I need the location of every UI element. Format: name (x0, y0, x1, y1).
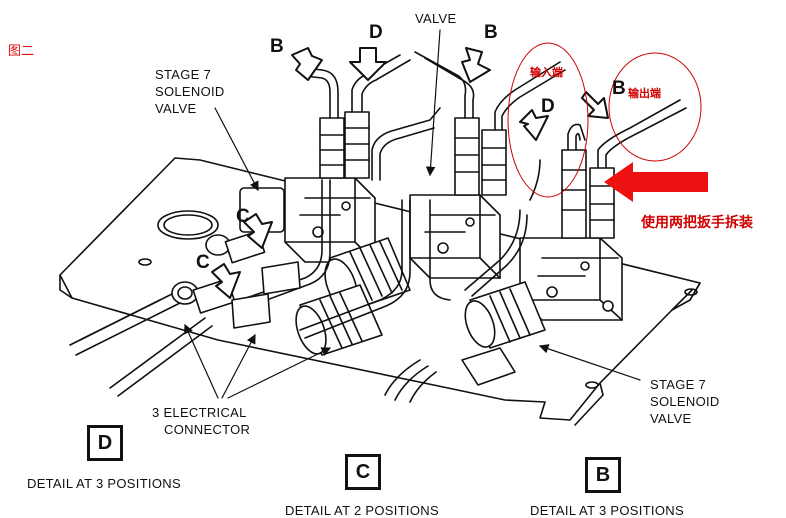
leader-lines (184, 29, 641, 399)
detail-b-caption: DETAIL AT 3 POSITIONS (530, 503, 684, 518)
valve-label: VALVE (415, 11, 457, 26)
stage7-label-bottom: STAGE 7 SOLENOID VALVE (650, 377, 720, 426)
fitting-left-top (319, 111, 370, 179)
electrical-connector-label: 3 ELECTRICAL CONNECTOR (152, 405, 251, 437)
red-pointer-arrow (604, 162, 708, 202)
solenoid-coil-3 (461, 281, 546, 386)
annotation-circle-output (608, 52, 702, 162)
detail-c-caption: DETAIL AT 2 POSITIONS (285, 503, 439, 518)
callout-d-mid: D (541, 96, 555, 117)
annotation-circle-input (507, 42, 589, 198)
output-end-note: 输出端 (628, 87, 661, 100)
input-end-note: 输入端 (530, 66, 563, 79)
detail-b-box: B (585, 457, 621, 493)
solenoid-coil-2 (295, 284, 383, 356)
tubing (69, 51, 687, 403)
fitting-right-top (561, 149, 615, 239)
fitting-mid-top (454, 117, 507, 196)
callout-arrows (211, 47, 609, 299)
detail-d-box: D (87, 425, 123, 461)
detail-d-caption: DETAIL AT 3 POSITIONS (27, 476, 181, 491)
figure-label: 图二 (8, 44, 35, 59)
callout-b-right: B (612, 78, 626, 99)
callout-c-lower: C (196, 252, 210, 273)
detail-c-box: C (345, 454, 381, 490)
callout-b-mid: B (484, 22, 498, 43)
valve-body-2 (409, 194, 501, 279)
stage7-label-top: STAGE 7 SOLENOID VALVE (155, 67, 225, 116)
callout-b-left: B (270, 36, 284, 57)
wrench-instruction-note: 使用两把扳手拆装 (641, 215, 753, 231)
callout-c-upper: C (236, 206, 250, 227)
callout-d-top: D (369, 22, 383, 43)
